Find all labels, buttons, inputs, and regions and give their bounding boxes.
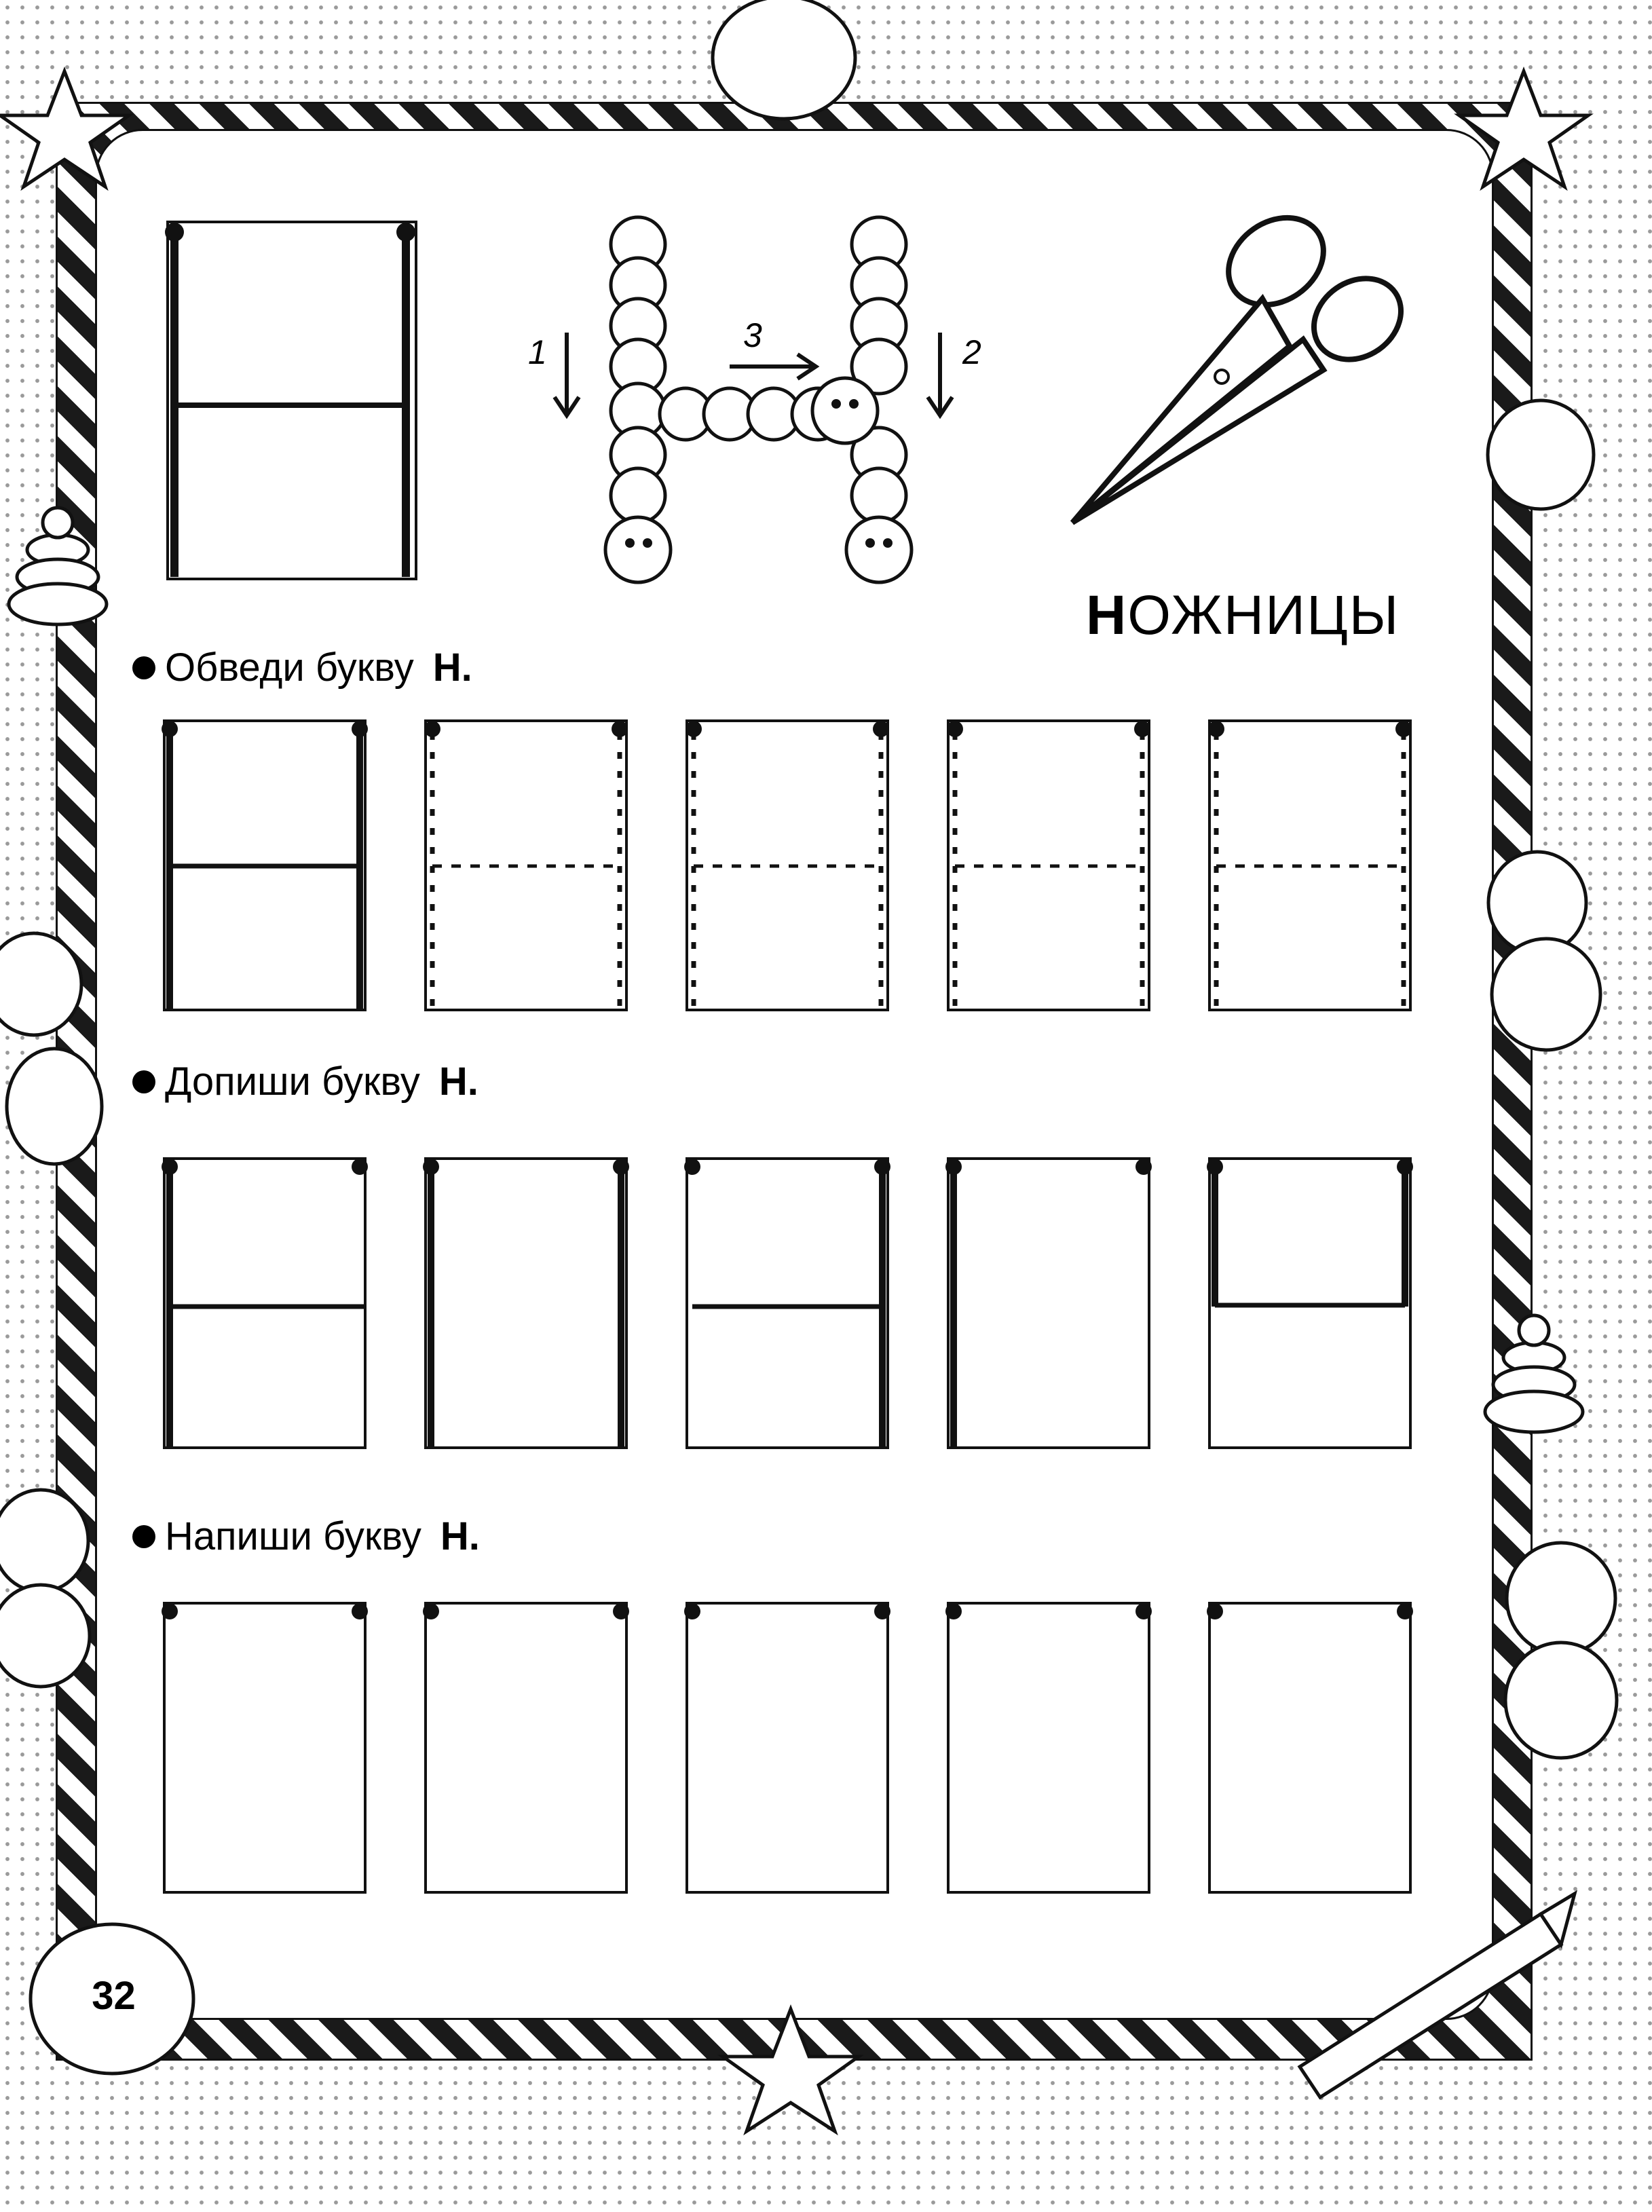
finish-card[interactable]: [1207, 1157, 1413, 1449]
star-icon: [0, 67, 1594, 2136]
stroke-number-3: 3: [743, 316, 762, 354]
pyramid-toy-icon: [7, 506, 1585, 1434]
finish-card[interactable]: [684, 1157, 890, 1449]
trace-card[interactable]: [162, 719, 368, 1011]
stroke-number-2: 2: [962, 333, 981, 371]
balloon-icon: [0, 0, 1619, 2076]
arrow-down-icon: [552, 333, 581, 419]
write-card[interactable]: [945, 1602, 1152, 1894]
pencil-icon: [1297, 1890, 1578, 2100]
arrow-right-icon: [730, 352, 820, 381]
write-card[interactable]: [162, 1602, 368, 1894]
trace-card[interactable]: [686, 719, 889, 1011]
page-number: 32: [92, 1973, 136, 2018]
arrow-down-icon: [926, 333, 954, 419]
finish-card[interactable]: [945, 1157, 1152, 1449]
demo-letter-card: [165, 221, 417, 580]
scissors-icon: [1070, 214, 1404, 525]
write-card[interactable]: [1207, 1602, 1413, 1894]
write-card[interactable]: [684, 1602, 890, 1894]
trace-card[interactable]: [424, 719, 628, 1011]
bullet-icon: [132, 656, 155, 679]
trace-card[interactable]: [1208, 719, 1412, 1011]
finish-card[interactable]: [162, 1157, 368, 1449]
example-word: НОЖНИЦЫ: [1086, 584, 1400, 646]
caterpillar-letter-icon: [603, 215, 914, 584]
bullet-icon: [132, 1524, 155, 1548]
finish-card[interactable]: [423, 1157, 629, 1449]
bullet-icon: [132, 1070, 155, 1093]
trace-card[interactable]: [947, 719, 1150, 1011]
stroke-number-1: 1: [528, 333, 547, 371]
write-card[interactable]: [423, 1602, 629, 1894]
